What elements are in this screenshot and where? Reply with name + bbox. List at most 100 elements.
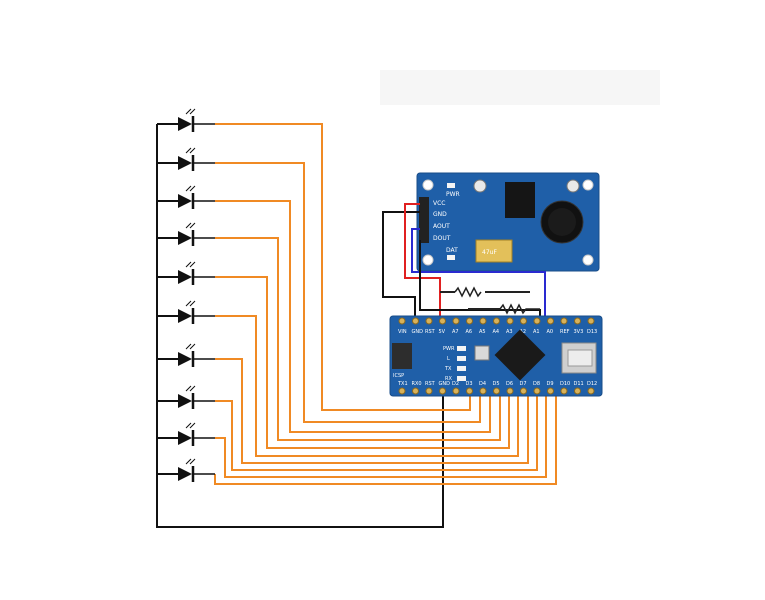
led-ground-stubs xyxy=(157,123,178,475)
module-pin-label-gnd: GND xyxy=(433,211,447,218)
light-emission-icon xyxy=(185,422,196,429)
module-pin-label-vcc: VCC xyxy=(433,200,445,207)
nano-pin-label-top: A2 xyxy=(520,329,527,335)
light-emission-icon xyxy=(185,458,196,465)
mini-usb-icon xyxy=(561,342,597,374)
nano-pin-top-3V3 xyxy=(574,317,581,325)
light-emission-icon xyxy=(185,108,196,115)
nano-pin-label-top: A1 xyxy=(533,329,540,335)
resistor-symbol xyxy=(454,286,482,298)
microphone-icon xyxy=(540,200,584,244)
module-pin-label-aout: AOUT xyxy=(433,223,450,230)
module-ic xyxy=(505,182,535,218)
module-led xyxy=(447,183,455,188)
nano-led-label-l: L xyxy=(447,356,450,362)
nano-pin-top-A3 xyxy=(506,317,514,325)
nano-pin-label-top: D13 xyxy=(587,329,597,335)
capacitor-label: 47uF xyxy=(482,249,497,256)
mount-hole xyxy=(422,254,434,266)
led-signal-wire-8 xyxy=(215,394,538,471)
nano-pin-bottom-RST xyxy=(425,387,433,395)
module-wires xyxy=(382,203,546,318)
background-smudge xyxy=(380,70,660,105)
nano-pin-bottom-D8 xyxy=(533,387,541,395)
led-diode-icon xyxy=(178,394,192,408)
nano-pin-top-A6 xyxy=(466,317,473,325)
nano-pin-bottom-D2 xyxy=(452,387,460,395)
header-pins xyxy=(419,197,429,243)
led-1 xyxy=(178,108,215,132)
nano-pin-label-top: VIN xyxy=(398,329,407,335)
nano-pin-label-top: RST xyxy=(425,329,436,335)
nano-pin-top-A4 xyxy=(493,317,500,325)
nano-led-l xyxy=(457,356,466,361)
nano-led-rx xyxy=(457,376,466,381)
led-ground-bus xyxy=(156,124,444,528)
nano-pin-label-bottom: D9 xyxy=(547,381,554,387)
nano-pin-label-top: A7 xyxy=(452,329,459,335)
nano-pin-top-D13 xyxy=(587,317,595,325)
aout-wire xyxy=(411,228,546,318)
nano-pin-bottom-D4 xyxy=(479,387,487,395)
nano-pin-bottom-TX1 xyxy=(398,387,406,395)
nano-pin-label-bottom: D4 xyxy=(479,381,486,387)
nano-pin-label-top: A5 xyxy=(479,329,486,335)
gnd-wire xyxy=(382,211,420,318)
potentiometer[interactable] xyxy=(566,179,580,193)
nano-pin-label-bottom: D2 xyxy=(452,381,459,387)
led-signal-wire-3 xyxy=(215,200,491,433)
nano-led-label-pwr: PWR xyxy=(443,346,455,352)
nano-pin-top-A5 xyxy=(479,317,487,325)
led-diode-icon xyxy=(178,194,192,208)
led-diode-icon xyxy=(178,270,192,284)
nano-pin-bottom-D9 xyxy=(547,387,554,395)
nano-pin-top-A1 xyxy=(533,317,541,325)
led-signal-wire-5 xyxy=(215,276,510,449)
light-emission-icon xyxy=(185,222,196,229)
nano-pin-label-bottom: D8 xyxy=(533,381,540,387)
sound-sensor-module: 47uF VCC GND AOUT DOUT PWR DAT xyxy=(416,172,600,272)
nano-pin-label-top: A6 xyxy=(466,329,473,335)
nano-pin-label-bottom: RST xyxy=(425,381,436,387)
potentiometer[interactable] xyxy=(473,179,487,193)
led-6 xyxy=(178,300,215,324)
module-label-dat: DAT xyxy=(446,247,458,254)
nano-pin-bottom-D6 xyxy=(506,387,514,395)
mount-hole xyxy=(582,254,594,266)
light-emission-icon xyxy=(185,385,196,392)
nano-led-tx xyxy=(457,366,466,371)
nano-pin-label-bottom: GND xyxy=(439,381,451,387)
led-8 xyxy=(178,385,215,409)
led-group xyxy=(178,108,215,482)
led-2 xyxy=(178,147,215,171)
nano-pin-top-VIN xyxy=(398,317,406,325)
led-diode-icon xyxy=(178,117,192,131)
nano-pin-label-bottom: D3 xyxy=(466,381,473,387)
nano-pin-bottom-D5 xyxy=(493,387,500,395)
nano-pin-label-top: REF xyxy=(560,329,570,335)
led-diode-icon xyxy=(178,231,192,245)
nano-pin-label-bottom: TX1 xyxy=(397,381,408,387)
nano-pin-top-GND xyxy=(412,317,419,325)
light-emission-icon xyxy=(185,261,196,268)
nano-pin-label-top: A3 xyxy=(506,329,513,335)
reset-button[interactable] xyxy=(474,345,490,361)
led-diode-icon xyxy=(178,352,192,366)
led-5 xyxy=(178,261,215,285)
led-signal-wire-2 xyxy=(215,162,481,423)
nano-pin-label-top: 3V3 xyxy=(574,329,584,335)
resistor-symbol xyxy=(499,303,540,315)
led-signal-wire-7 xyxy=(215,358,529,464)
module-led xyxy=(447,255,455,260)
nano-pin-top-REF xyxy=(560,317,568,325)
nano-pin-top-A0 xyxy=(547,317,554,325)
light-emission-icon xyxy=(185,343,196,350)
mount-hole xyxy=(582,179,594,191)
nano-pin-label-bottom: D11 xyxy=(574,381,584,387)
led-3 xyxy=(178,185,215,209)
led-signal-wires xyxy=(214,123,557,485)
led-diode-icon xyxy=(178,309,192,323)
led-diode-icon xyxy=(178,467,192,481)
